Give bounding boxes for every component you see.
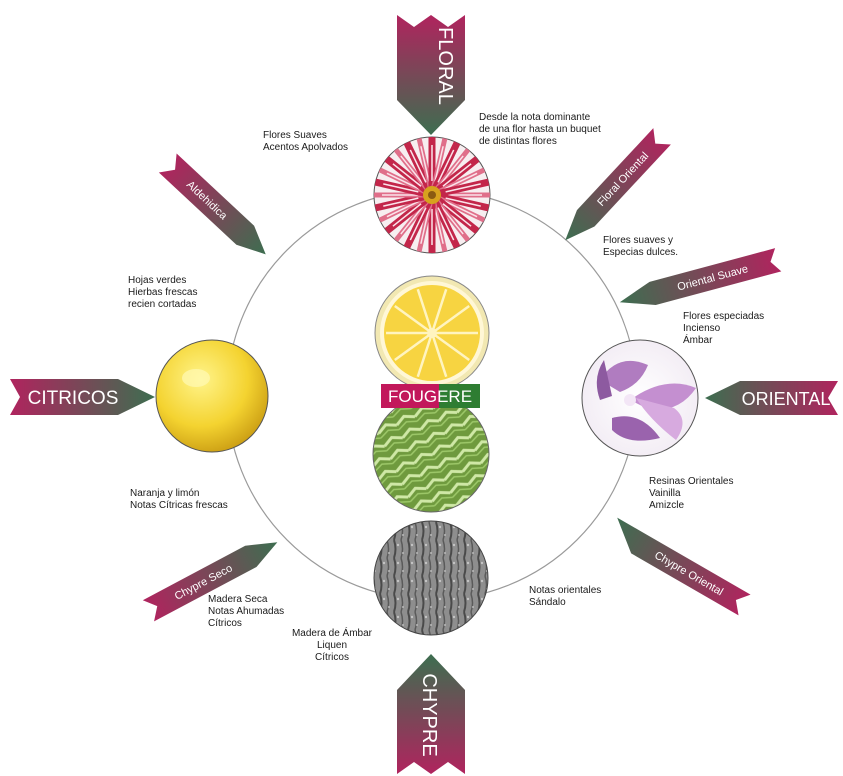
oriental-description: Resinas Orientales Vainilla Amizcle — [649, 476, 733, 512]
green-description: Hojas verdes Hierbas frescas recien cort… — [128, 275, 197, 311]
oriental-banner: ORIENTAL — [705, 381, 838, 415]
chypre-label: CHYPRE — [418, 673, 440, 756]
chypre-oriental-banner: Chypre Oriental — [605, 518, 750, 616]
floral-oriental-description: Flores suaves y Especias dulces. — [603, 235, 678, 259]
flower-photo — [370, 133, 494, 257]
chypre-oriental-description: Notas orientales Sándalo — [529, 585, 601, 609]
orchid-photo — [582, 340, 698, 456]
aldehidica-description: Flores Suaves Acentos Apolvados — [263, 130, 348, 154]
floral-oriental-label: Floral Oriental — [595, 150, 651, 209]
chypre-seco-description: Madera Seca Notas Ahumadas Cítricos — [208, 594, 284, 630]
chypre-description: Madera de Ámbar Liquen Cítricos — [283, 628, 381, 664]
grapefruit-photo — [156, 340, 268, 452]
citricos-label: CITRICOS — [28, 388, 119, 409]
fougere-label-box: FOUGERE — [381, 384, 480, 408]
aldehidica-banner: Aldehidica — [159, 153, 275, 263]
citricos-description: Naranja y limón Notas Cítricas frescas — [130, 488, 228, 512]
lemon-slice-photo — [375, 276, 489, 390]
citricos-banner: CITRICOS — [10, 379, 155, 415]
floral-banner: FLORAL — [397, 15, 465, 135]
bark-photo — [374, 521, 488, 635]
floral-label: FLORAL — [434, 27, 456, 105]
oriental-suave-description: Flores especiadas Incienso Ámbar — [683, 311, 764, 347]
fougere-label: FOUGERE — [388, 387, 472, 406]
fern-photo — [373, 396, 489, 512]
oriental-label: ORIENTAL — [742, 389, 831, 409]
floral-description: Desde la nota dominante de una flor hast… — [479, 112, 601, 148]
chypre-banner: CHYPRE — [397, 654, 465, 774]
